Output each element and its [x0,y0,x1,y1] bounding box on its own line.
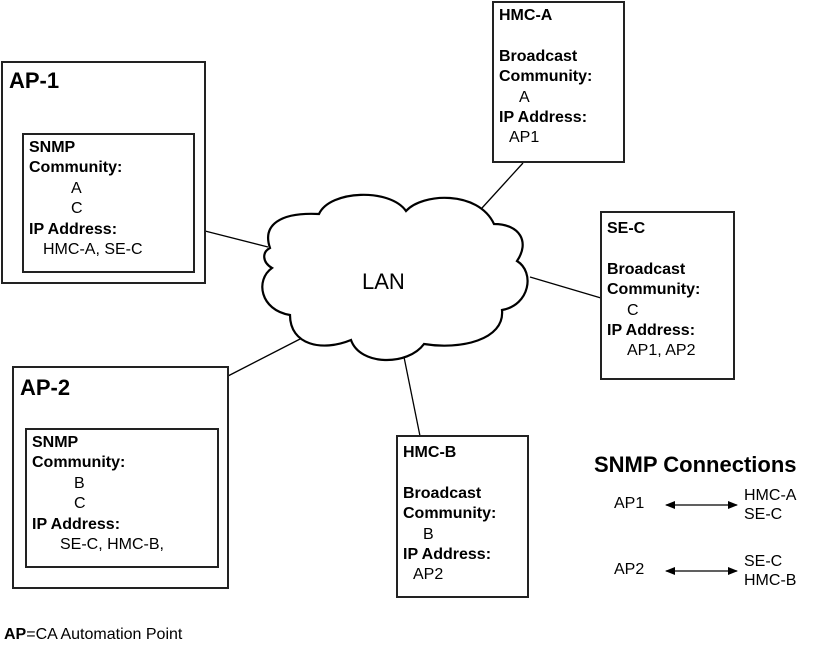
ap2-snmp-panel: SNMP Community: B C IP Address: SE-C, HM… [25,428,219,568]
ap2-ip-label: IP Address: [32,515,121,533]
legend-title: SNMP Connections [594,452,797,477]
legend-to-item: SE-C [744,553,783,570]
hmca-ip-label: IP Address: [499,109,588,127]
footnote-abbr: AP [4,626,27,643]
link-ap2-lan [227,337,303,377]
footnote-definition: =CA Automation Point [26,626,183,643]
hmca-ip-value: AP1 [509,129,540,147]
sec-ip-label: IP Address: [607,322,696,340]
hmcb-box[interactable]: HMC-B Broadcast Community: B IP Address:… [396,435,529,598]
legend-from-ap2: AP2 [614,561,645,578]
ap1-box[interactable]: AP-1 SNMP Community: A C IP Address: HMC… [1,61,206,284]
link-hmca-lan [481,162,524,209]
legend-to-item: SE-C [744,506,783,523]
ap1-community-value: C [71,200,83,218]
ap1-ip-value: HMC-A, SE-C [43,241,143,259]
ap2-community-label: Community: [32,454,126,472]
sec-community-value: C [627,301,639,319]
hmca-title: HMC-A [499,7,553,24]
legend-to-item: HMC-A [744,487,797,504]
legend-to-item: HMC-B [744,572,797,589]
sec-ip-value: AP1, AP2 [627,342,696,360]
ap2-ip-value: SE-C, HMC-B, [60,536,164,554]
hmca-community-label: Community: [499,68,593,86]
ap1-snmp-label: SNMP [29,139,76,156]
hmcb-ip-label: IP Address: [403,546,492,564]
sec-broadcast-label: Broadcast [607,260,686,278]
ap1-ip-label: IP Address: [29,220,118,238]
ap2-community-value: B [74,474,85,492]
sec-community-label: Community: [607,281,701,299]
hmcb-ip-value: AP2 [413,566,444,584]
ap1-snmp-panel: SNMP Community: A C IP Address: HMC-A, S… [22,133,195,273]
lan-label: LAN [362,269,405,294]
hmcb-broadcast-label: Broadcast [403,484,482,502]
hmcb-title: HMC-B [403,444,457,461]
legend-from-ap1: AP1 [614,495,645,512]
sec-title: SE-C [607,220,646,237]
ap1-community-value: A [71,179,82,197]
sec-box[interactable]: SE-C Broadcast Community: C IP Address: … [600,211,735,380]
ap2-box[interactable]: AP-2 SNMP Community: B C IP Address: SE-… [12,366,229,589]
ap2-community-value: C [74,495,86,513]
link-hmcb-lan [403,356,421,437]
ap1-title: AP-1 [9,68,60,93]
ap2-title: AP-2 [20,375,71,400]
footnote: AP=CA Automation Point [4,626,182,644]
lan-cloud-icon [261,193,529,362]
ap1-community-label: Community: [29,159,123,177]
hmca-box[interactable]: HMC-A Broadcast Community: A IP Address:… [492,1,625,163]
link-sec-lan [529,276,602,299]
ap2-snmp-label: SNMP [32,434,79,451]
hmca-broadcast-label: Broadcast [499,47,578,65]
hmcb-community-label: Community: [403,505,497,523]
link-ap1-lan [204,230,269,248]
hmcb-community-value: B [423,525,434,543]
hmca-community-value: A [519,88,530,106]
